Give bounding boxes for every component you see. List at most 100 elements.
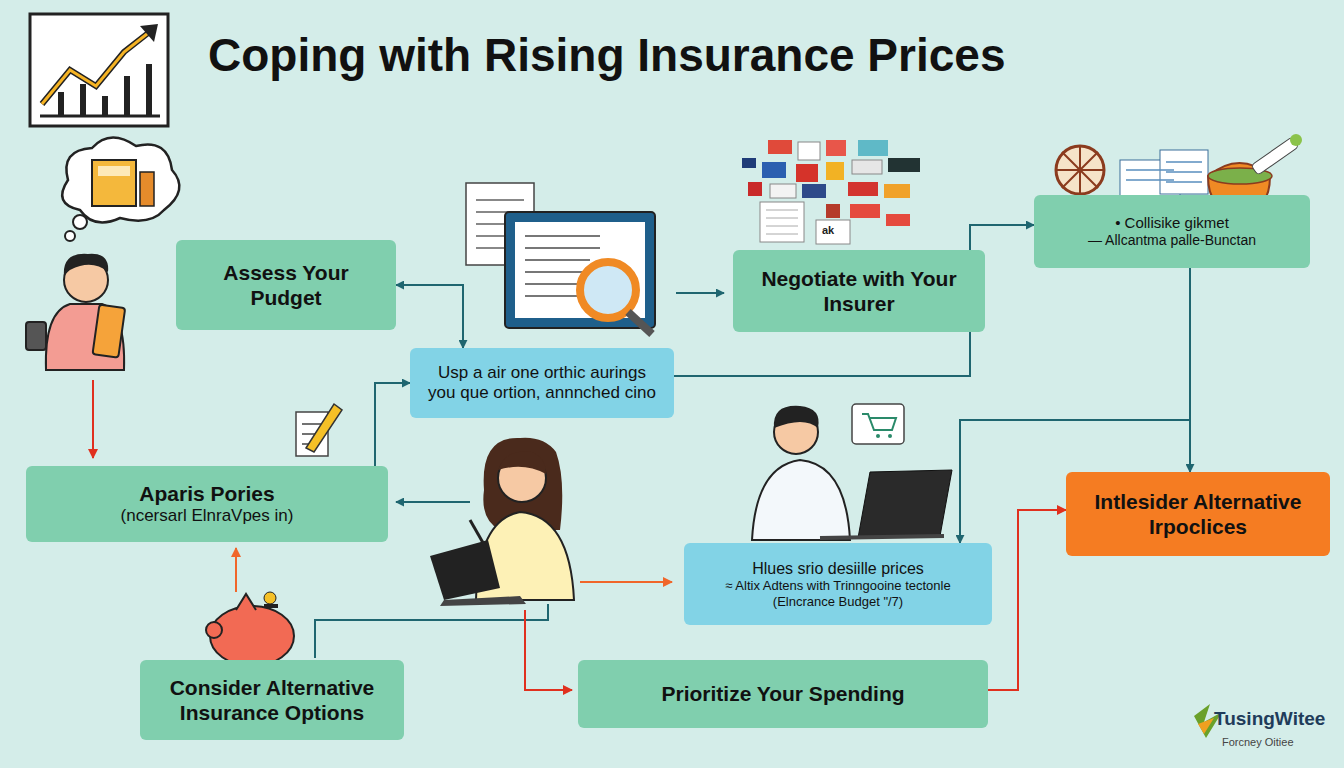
flow-arrow bbox=[580, 581, 672, 583]
chart-icon bbox=[140, 24, 158, 42]
chart-icon bbox=[42, 30, 152, 104]
info-box: Hlues srio desiille prices≈ Altix Adtens… bbox=[684, 543, 992, 625]
finance-items bbox=[1290, 134, 1302, 146]
person-figure bbox=[430, 540, 500, 600]
logo-cluster bbox=[760, 202, 804, 242]
thought-bubble bbox=[140, 172, 154, 206]
logo-cluster bbox=[802, 184, 826, 198]
person-figure bbox=[498, 451, 546, 474]
logo-mark bbox=[1198, 718, 1214, 734]
logo-cluster bbox=[816, 220, 850, 244]
chart-icon bbox=[30, 14, 168, 126]
person-figure bbox=[64, 254, 108, 276]
document-illustration bbox=[515, 222, 645, 318]
thought-bubble bbox=[98, 166, 130, 176]
chart-icon bbox=[146, 64, 152, 116]
piggy-bank bbox=[210, 606, 294, 666]
person-figure bbox=[752, 404, 952, 540]
logo-cluster bbox=[852, 160, 882, 174]
document-illustration bbox=[580, 262, 636, 318]
finance-items bbox=[1056, 146, 1104, 194]
person-figure bbox=[92, 305, 125, 358]
logo-cluster bbox=[826, 204, 840, 218]
flow-arrow bbox=[396, 501, 470, 503]
flow-connector bbox=[375, 383, 410, 466]
note-icon bbox=[306, 404, 342, 452]
flow-arrow bbox=[235, 548, 237, 592]
person-figure bbox=[820, 536, 944, 538]
thought-bubble bbox=[65, 231, 75, 241]
logo-cluster bbox=[886, 214, 910, 226]
person-figure bbox=[430, 438, 574, 606]
process-box: Negotiate with Your Insurer bbox=[733, 250, 985, 332]
logo-cluster bbox=[826, 140, 846, 156]
logo-cluster bbox=[742, 140, 920, 244]
node-subtext: — Allcantma palle-Bunctan bbox=[1088, 232, 1256, 249]
document-illustration bbox=[628, 312, 652, 334]
finance-items bbox=[1056, 146, 1104, 194]
process-box: Prioritize Your Spending bbox=[578, 660, 988, 728]
node-text: • Collisike gikmet bbox=[1115, 214, 1229, 232]
logo-cluster bbox=[884, 184, 910, 198]
node-subtext: (ncersarl ElnraVpes in) bbox=[121, 506, 294, 526]
logo-cluster bbox=[770, 184, 796, 198]
node-text: Consider Alternative Insurance Options bbox=[154, 675, 390, 725]
person-figure bbox=[752, 460, 850, 540]
logo-cluster bbox=[762, 162, 786, 178]
logo-cluster bbox=[848, 182, 878, 196]
logo-cluster bbox=[796, 164, 818, 182]
diagram-title: Coping with Rising Insurance Prices bbox=[208, 28, 1005, 82]
node-text: Intlesider Alternative Irpoclices bbox=[1080, 489, 1316, 539]
person-figure bbox=[774, 406, 819, 428]
person-figure bbox=[470, 520, 486, 548]
chart-icon bbox=[42, 30, 152, 104]
person-figure bbox=[26, 322, 46, 350]
flow-arrow bbox=[92, 380, 94, 458]
chart-icon bbox=[102, 96, 108, 116]
piggy-bank bbox=[264, 604, 278, 608]
flow-arrow bbox=[676, 292, 724, 294]
logo-cluster bbox=[826, 162, 844, 180]
person-figure bbox=[876, 434, 880, 438]
flow-connector bbox=[396, 285, 463, 348]
chart-icon bbox=[80, 84, 86, 116]
flow-connector bbox=[988, 510, 1066, 690]
logo-cluster bbox=[858, 140, 888, 156]
node-subtext: ≈ Altix Adtens with Trinngooine tectonle… bbox=[698, 578, 978, 609]
node-text: Usp a air one orthic aurings you que ort… bbox=[424, 363, 660, 404]
flow-connector bbox=[674, 225, 1034, 376]
person-figure bbox=[858, 470, 952, 538]
chart-icon bbox=[30, 14, 168, 126]
person-figure bbox=[862, 414, 896, 430]
logo-cluster bbox=[742, 158, 756, 168]
logo-cluster bbox=[850, 204, 880, 218]
finance-items bbox=[1126, 162, 1202, 182]
sign-text: ak bbox=[822, 224, 834, 236]
piggy-bank bbox=[206, 622, 222, 638]
thought-bubble bbox=[62, 137, 179, 222]
process-box: Assess Your Pudget bbox=[176, 240, 396, 330]
person-figure bbox=[852, 404, 904, 444]
flow-arrow bbox=[525, 610, 572, 690]
node-text: Prioritize Your Spending bbox=[661, 681, 904, 706]
chart-icon bbox=[124, 76, 130, 116]
logo-cluster bbox=[748, 182, 762, 196]
thought-bubble bbox=[92, 160, 136, 206]
piggy-bank bbox=[236, 594, 256, 610]
highlight-box: Intlesider Alternative Irpoclices bbox=[1066, 472, 1330, 556]
node-text: Aparis Pories bbox=[139, 481, 274, 506]
node-text: Hlues srio desiille prices bbox=[752, 559, 924, 578]
document-illustration bbox=[505, 212, 655, 328]
person-figure bbox=[888, 434, 892, 438]
process-box: Aparis Pories(ncersarl ElnraVpes in) bbox=[26, 466, 388, 542]
note-box: • Collisike gikmet— Allcantma palle-Bunc… bbox=[1034, 195, 1310, 268]
thought-bubble bbox=[62, 137, 179, 241]
logo-cluster bbox=[798, 142, 820, 160]
node-text: Negotiate with Your Insurer bbox=[747, 266, 971, 316]
logo-text: TusingWitee bbox=[1214, 708, 1325, 730]
chart-icon bbox=[58, 92, 64, 116]
info-box: Usp a air one orthic aurings you que ort… bbox=[410, 348, 674, 418]
logo-cluster bbox=[888, 158, 920, 172]
person-figure bbox=[440, 596, 526, 606]
note-icon bbox=[296, 404, 342, 456]
